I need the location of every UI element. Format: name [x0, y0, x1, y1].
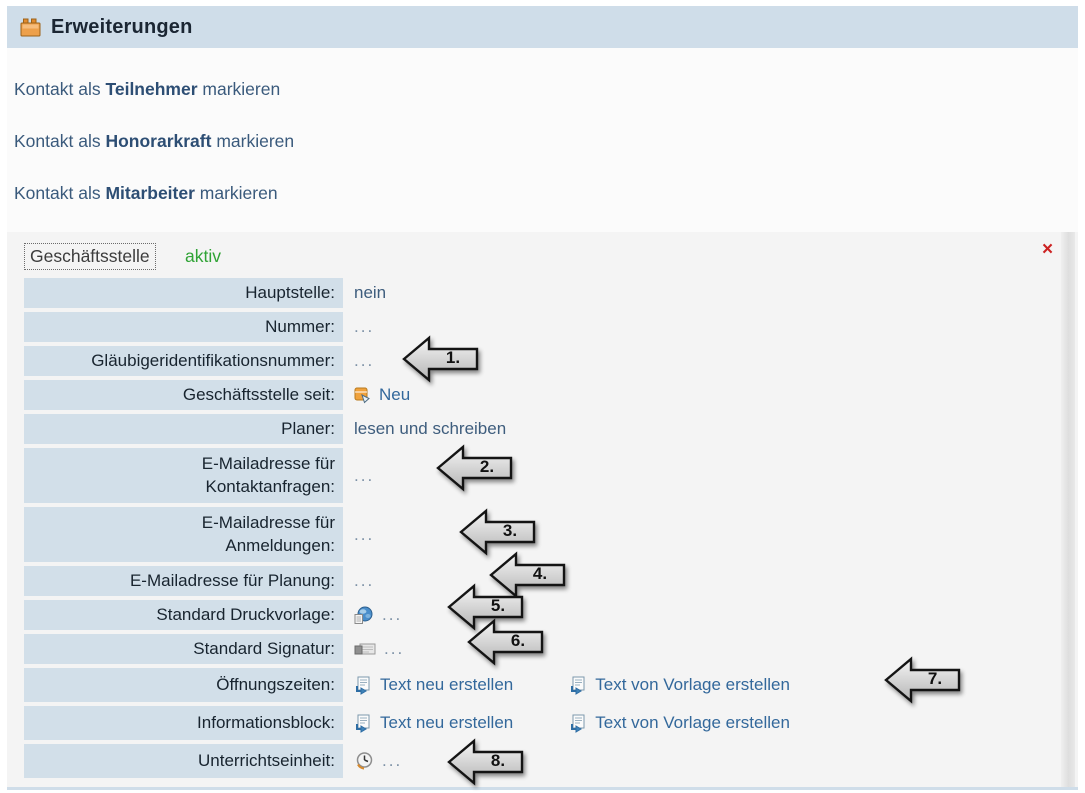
content-background: [7, 48, 1078, 232]
field-label-text: Standard Signatur:: [193, 638, 335, 658]
table-row-signatur: Standard Signatur: ...: [24, 634, 1054, 664]
link-text-bold: Mitarbeiter: [105, 183, 195, 203]
text-document-icon: [354, 714, 372, 733]
field-label-text: E-Mailadresse für Kontaktanfragen:: [201, 453, 335, 496]
field-label-text: Planer:: [281, 418, 335, 438]
page-title: Erweiterungen: [51, 15, 193, 38]
empty-value-editor[interactable]: ...: [382, 751, 403, 770]
table-row-hauptstelle: Hauptstelle: nein: [24, 278, 1054, 308]
section-title-editable[interactable]: Geschäftsstelle: [24, 243, 156, 270]
brick-icon: [19, 17, 42, 38]
field-label: Nummer:: [24, 312, 343, 342]
empty-value-editor[interactable]: ...: [354, 571, 375, 590]
mark-as-honorarkraft-link[interactable]: Kontakt als Honorarkraft markieren: [14, 131, 294, 152]
page-header: Erweiterungen: [7, 6, 1078, 48]
text-neu-erstellen-link[interactable]: Text neu erstellen: [380, 675, 514, 694]
empty-value-editor[interactable]: ...: [354, 524, 375, 544]
field-label: Standard Druckvorlage:: [24, 600, 343, 630]
field-label-text: Hauptstelle:: [245, 282, 335, 302]
field-label: E-Mailadresse für Anmeldungen:: [24, 507, 343, 562]
field-value[interactable]: nein: [354, 283, 387, 302]
signature-icon: [354, 641, 376, 657]
field-label: Standard Signatur:: [24, 634, 343, 664]
link-text: markieren: [194, 183, 278, 203]
field-label-text: E-Mailadresse für Planung:: [129, 570, 335, 590]
table-row-unterrichtseinheit: Unterrichtseinheit: ...: [24, 744, 1054, 778]
empty-value-editor[interactable]: ...: [354, 317, 375, 336]
field-label: Unterrichtseinheit:: [24, 744, 343, 778]
field-label: Informationsblock:: [24, 706, 343, 740]
mark-as-teilnehmer-link[interactable]: Kontakt als Teilnehmer markieren: [14, 79, 280, 100]
close-icon[interactable]: ×: [1042, 239, 1054, 260]
link-text: markieren: [197, 79, 281, 99]
detail-table: Hauptstelle: nein Nummer: ... Gläubigeri…: [24, 278, 1054, 782]
text-document-icon: [354, 676, 372, 695]
field-label: E-Mailadresse für Kontaktanfragen:: [24, 448, 343, 503]
table-row-druckvorlage: Standard Druckvorlage: ...: [24, 600, 1054, 630]
text-document-icon: [569, 714, 587, 733]
text-document-icon: [569, 676, 587, 695]
table-row-nummer: Nummer: ...: [24, 312, 1054, 342]
text-von-vorlage-link[interactable]: Text von Vorlage erstellen: [595, 675, 790, 694]
empty-value-editor[interactable]: ...: [354, 465, 375, 485]
table-row-oeffnungszeiten: Öffnungszeiten: Text neu erstellen: [24, 668, 1054, 702]
field-label-text: Informationsblock:: [197, 712, 335, 732]
empty-value-editor[interactable]: ...: [384, 639, 405, 658]
field-label: Planer:: [24, 414, 343, 444]
neu-link[interactable]: Neu: [379, 385, 411, 404]
link-text: markieren: [211, 131, 295, 151]
link-text: Kontakt als: [14, 79, 106, 99]
text-neu-erstellen-link[interactable]: Text neu erstellen: [380, 713, 514, 732]
link-text-bold: Honorarkraft: [105, 131, 212, 151]
table-row-email-anmeldungen: E-Mailadresse für Anmeldungen: ...: [24, 507, 1054, 562]
field-label-text: Geschäftsstelle seit:: [182, 384, 335, 404]
field-label-text: Unterrichtseinheit:: [197, 750, 335, 770]
text-von-vorlage-link[interactable]: Text von Vorlage erstellen: [595, 713, 790, 732]
field-value[interactable]: lesen und schreiben: [354, 419, 507, 438]
empty-value-editor[interactable]: ...: [382, 605, 403, 624]
table-row-geschaeftsstelle-seit: Geschäftsstelle seit: Neu: [24, 380, 1054, 410]
field-label-text: Nummer:: [265, 316, 335, 336]
globe-document-icon: [354, 606, 374, 625]
field-label-text: Gläubigeridentifikationsnummer:: [91, 350, 335, 370]
clock-icon: [354, 751, 374, 771]
field-label: Gläubigeridentifikationsnummer:: [24, 346, 343, 376]
geschaeftsstelle-panel: Geschäftsstelle aktiv × Hauptstelle: nei…: [7, 232, 1078, 790]
link-text-bold: Teilnehmer: [105, 79, 198, 99]
table-row-planer: Planer: lesen und schreiben: [24, 414, 1054, 444]
field-label: Öffnungszeiten:: [24, 668, 343, 702]
link-text: Kontakt als: [14, 131, 106, 151]
field-label: E-Mailadresse für Planung:: [24, 566, 343, 596]
field-label-text: Standard Druckvorlage:: [156, 604, 335, 624]
status-toggle[interactable]: aktiv: [185, 246, 221, 266]
field-label-text: E-Mailadresse für Anmeldungen:: [201, 512, 335, 555]
field-label-text: Öffnungszeiten:: [216, 674, 335, 694]
mark-as-mitarbeiter-link[interactable]: Kontakt als Mitarbeiter markieren: [14, 183, 278, 204]
link-text: Kontakt als: [14, 183, 106, 203]
field-label: Hauptstelle:: [24, 278, 343, 308]
empty-value-editor[interactable]: ...: [354, 351, 375, 370]
scrollbar[interactable]: [1061, 232, 1075, 787]
field-label: Geschäftsstelle seit:: [24, 380, 343, 410]
table-row-informationsblock: Informationsblock: Text neu erstellen: [24, 706, 1054, 740]
table-row-glaeubiger-id: Gläubigeridentifikationsnummer: ...: [24, 346, 1054, 376]
table-row-email-kontaktanfragen: E-Mailadresse für Kontaktanfragen: ...: [24, 448, 1054, 503]
new-record-icon: [354, 387, 371, 404]
table-row-email-planung: E-Mailadresse für Planung: ...: [24, 566, 1054, 596]
